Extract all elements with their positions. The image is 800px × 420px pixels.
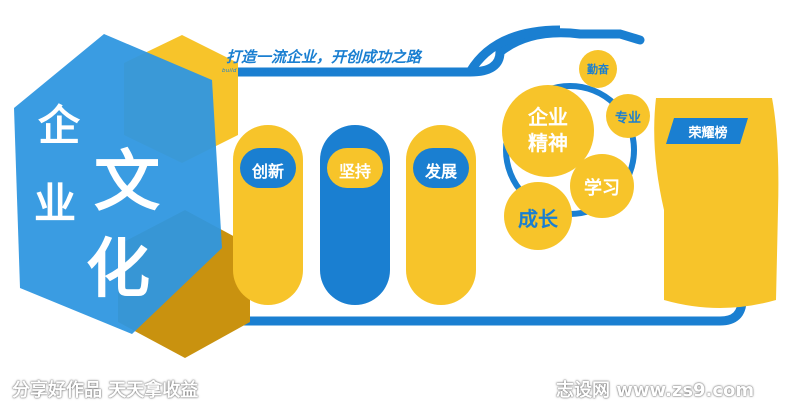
- slogan-text: 打造一流企业，开创成功之路: [226, 48, 422, 66]
- title-char-2: 业: [34, 179, 77, 228]
- circle-professional-bg: [606, 94, 650, 138]
- pillar-label-development: 发展: [424, 162, 457, 181]
- honor-board-label: 荣耀榜: [688, 126, 728, 141]
- circle-study-label: 学习: [584, 178, 620, 199]
- slogan-english: build a first-class enterprise and creat…: [222, 68, 392, 74]
- pillar-label-innovation: 创新: [251, 162, 284, 181]
- frame-outline: [220, 28, 645, 77]
- slogan-arc: [466, 25, 561, 75]
- circle-diligence-label: 勤奋: [587, 63, 609, 76]
- honor-tag-bg: [666, 118, 748, 144]
- hexagon-blue: [14, 34, 222, 334]
- pillar-1-label-bg: [240, 148, 296, 188]
- title-char-3: 文: [94, 142, 160, 220]
- honor-board-bg: [654, 98, 779, 308]
- watermark-left: 分享好作品 天天拿收益: [12, 380, 199, 401]
- circle-diligence-bg: [579, 50, 617, 88]
- circle-growth-label: 成长: [518, 207, 558, 231]
- circle-professional-label: 专业: [614, 111, 641, 126]
- watermark-right: 志设网 www.zs9.com: [556, 380, 755, 401]
- pillar-label-persistence: 坚持: [338, 162, 371, 181]
- circle-spirit-label: 企业 精神: [528, 105, 568, 155]
- title-char-4: 化: [86, 232, 150, 307]
- title-char-1: 企: [38, 101, 81, 150]
- pillar-3-label-bg: [413, 148, 469, 188]
- circle-spirit-bg: [502, 85, 594, 177]
- circle-study-bg: [570, 154, 634, 218]
- pillar-2-label-bg: [327, 148, 383, 188]
- circle-growth-bg: [504, 182, 572, 250]
